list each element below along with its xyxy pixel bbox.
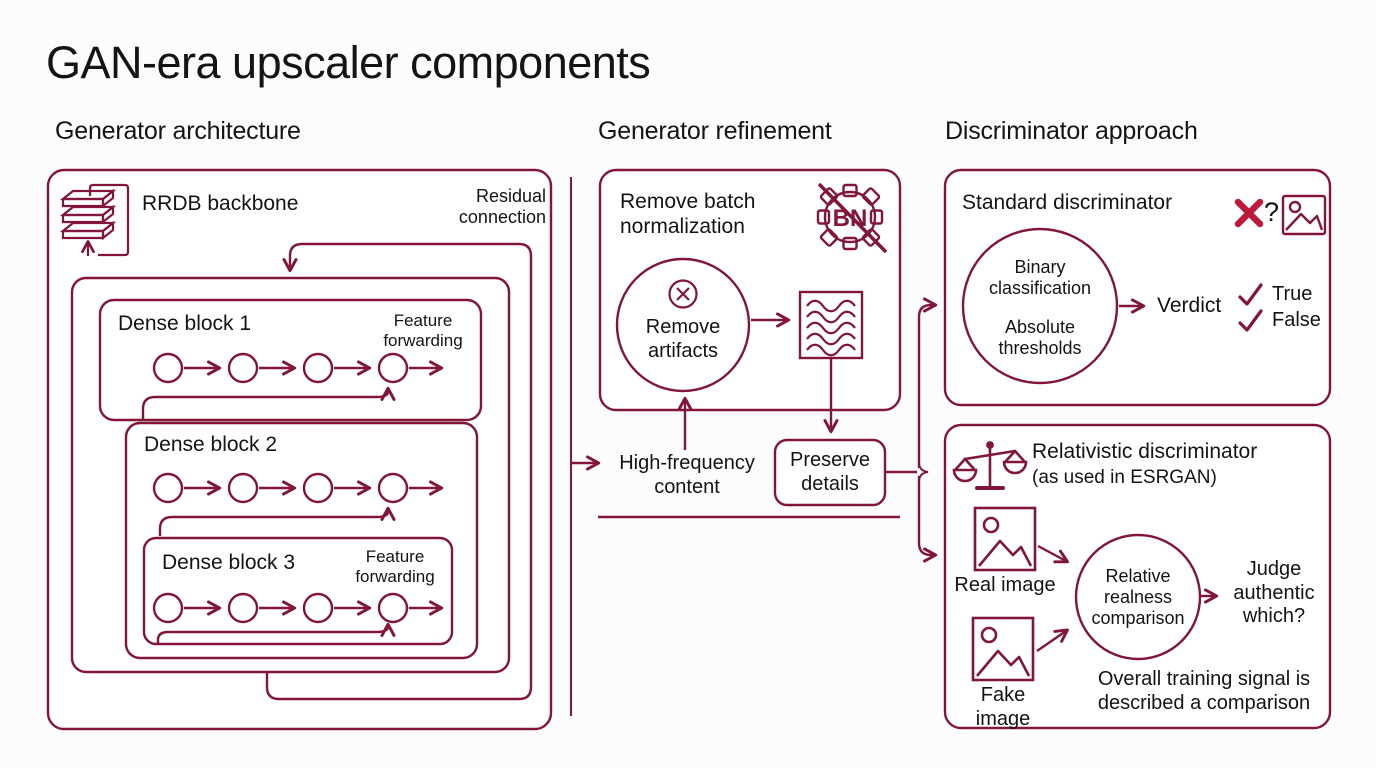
preserve-to-discriminator-connector (886, 297, 938, 563)
check-icons (1238, 283, 1263, 332)
dense-block-1-label: Dense block 1 (118, 312, 252, 335)
feature-forwarding-label-top: Feature forwarding (383, 311, 463, 351)
rrdb-backbone-label: RRDB backbone (142, 192, 299, 215)
dense-block-2-label: Dense block 2 (144, 433, 278, 456)
generator-refinement-panel: BN (570, 168, 938, 716)
dense-block-1-box (98, 298, 483, 422)
gear-bn-icon: BN (816, 182, 888, 254)
remove-artifacts-circle (615, 257, 751, 393)
image-question-icon (1281, 194, 1327, 236)
preserve-details-box (773, 438, 887, 507)
training-signal-note: Overall training signal is described a c… (1097, 668, 1311, 714)
dense-block-3-nodes (152, 592, 444, 624)
architecture-panel-box (46, 168, 553, 731)
fake-image-label: Fake image (975, 684, 1031, 730)
real-to-comparison-arrow (1037, 544, 1069, 564)
check-true-icon (1238, 283, 1263, 306)
feature-forwarding-line-2 (158, 506, 396, 536)
dense-block-3-label: Dense block 3 (162, 551, 296, 574)
verdict-label: Verdict (1157, 294, 1222, 317)
false-label: False (1272, 309, 1321, 331)
residual-connection-label: Residual connection (458, 186, 546, 228)
dense-block-2-box (124, 421, 479, 660)
column-header-generator-refinement: Generator refinement (598, 117, 832, 145)
remove-artifacts-label: Remove artifacts (645, 316, 721, 362)
check-false-icon (1238, 309, 1263, 332)
discriminator-panel (943, 168, 1332, 730)
balance-scale-icon (952, 441, 1028, 490)
x-circle-icon (668, 279, 698, 309)
layers-icon (59, 183, 130, 257)
column-header-discriminator-approach: Discriminator approach (945, 117, 1198, 145)
binary-classification-circle (961, 227, 1119, 385)
dense-block-2-nodes (152, 472, 444, 504)
dense-block-1-nodes (152, 352, 444, 384)
real-image-icon (973, 506, 1037, 572)
feature-forwarding-line-3 (156, 622, 396, 643)
feature-forwarding-line-1 (141, 386, 396, 421)
dense-block-3-box (142, 536, 454, 646)
cross-icon (1234, 198, 1264, 228)
judge-authentic-label: Judge authentic which? (1233, 558, 1315, 628)
waves-icon (798, 290, 864, 360)
residual-connection-line (265, 242, 533, 701)
remove-bn-title: Remove batch normalization (620, 190, 756, 238)
column-header-generator-architecture: Generator architecture (55, 117, 301, 145)
real-image-label: Real image (954, 574, 1056, 596)
preserve-details-label: Preserve details (789, 449, 871, 495)
fake-to-comparison-arrow (1036, 628, 1069, 652)
high-frequency-label: High-frequency content (619, 452, 755, 498)
relativistic-discriminator-title: Relativistic discriminator (1032, 440, 1258, 463)
fake-image-icon (971, 616, 1035, 682)
relative-realness-label: Relative realness comparison (1091, 566, 1185, 629)
standard-discriminator-title: Standard discriminator (962, 191, 1173, 214)
binary-classification-label: Binary classification (988, 257, 1092, 299)
page-title: GAN-era upscaler components (46, 37, 651, 88)
absolute-thresholds-label: Absolute thresholds (998, 317, 1082, 359)
gear-slash (817, 182, 888, 254)
question-mark: ? (1264, 197, 1280, 227)
true-label: True (1272, 283, 1313, 305)
generator-architecture-panel (46, 168, 553, 731)
feature-forwarding-label-bottom: Feature forwarding (355, 547, 435, 587)
rrdb-outer-box (70, 276, 511, 674)
relative-realness-circle (1074, 533, 1202, 661)
relativistic-subtitle: (as used in ESRGAN) (1032, 467, 1217, 488)
